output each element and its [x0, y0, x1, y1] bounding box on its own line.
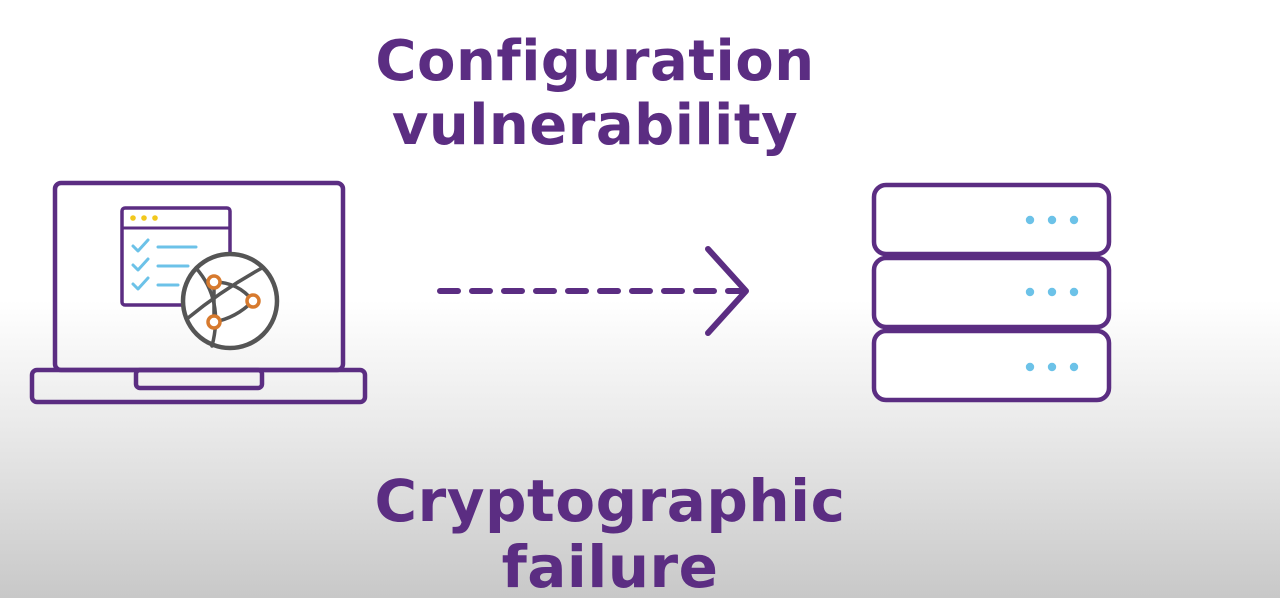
- server-unit-middle: [871, 255, 1112, 330]
- checklist-icon: [131, 238, 198, 291]
- dashed-arrow-icon: [437, 246, 749, 336]
- caption-top-line-2: vulnerability: [391, 92, 799, 158]
- configuration-vulnerability-caption: Configuration vulnerability: [340, 30, 850, 158]
- network-nodes: [206, 274, 261, 330]
- server-unit-top: [871, 182, 1112, 257]
- server-status-lights: [1025, 215, 1079, 372]
- caption-bottom-line-2: failure: [501, 533, 719, 601]
- globe-network-icon: [180, 251, 280, 351]
- caption-top-line-1: Configuration: [375, 29, 815, 94]
- server-unit-bottom: [871, 328, 1112, 403]
- cryptographic-failure-caption: Cryptographic failure: [320, 468, 900, 600]
- laptop-trackpad: [133, 367, 265, 391]
- laptop-icon: [29, 180, 368, 405]
- caption-bottom-line-1: Cryptographic: [374, 467, 846, 535]
- server-stack-icon: [871, 182, 1112, 403]
